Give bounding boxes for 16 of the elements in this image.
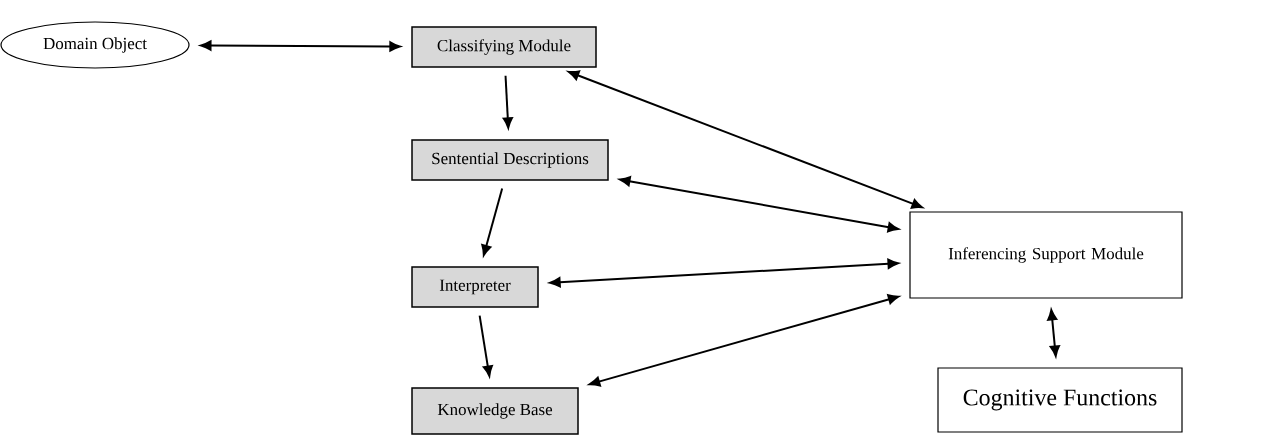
arrow <box>619 176 899 233</box>
arrow <box>567 70 923 209</box>
shaded-box: Interpreter <box>411 266 539 308</box>
arrow <box>478 314 493 377</box>
process-box: Cognitive Functions <box>937 367 1183 433</box>
arrow <box>481 187 504 257</box>
shaded-box: Sentential Descriptions <box>411 139 609 181</box>
arrow <box>588 294 900 387</box>
arrow <box>1047 309 1060 357</box>
ellipse-node: Domain Object <box>0 21 190 69</box>
shaded-box: Classifying Module <box>411 26 597 68</box>
shaded-box: Knowledge Base <box>411 387 579 435</box>
process-box: Inferencing Support Module <box>909 211 1183 299</box>
arrow <box>549 258 899 288</box>
arrow <box>200 40 401 52</box>
arrow <box>502 74 513 129</box>
